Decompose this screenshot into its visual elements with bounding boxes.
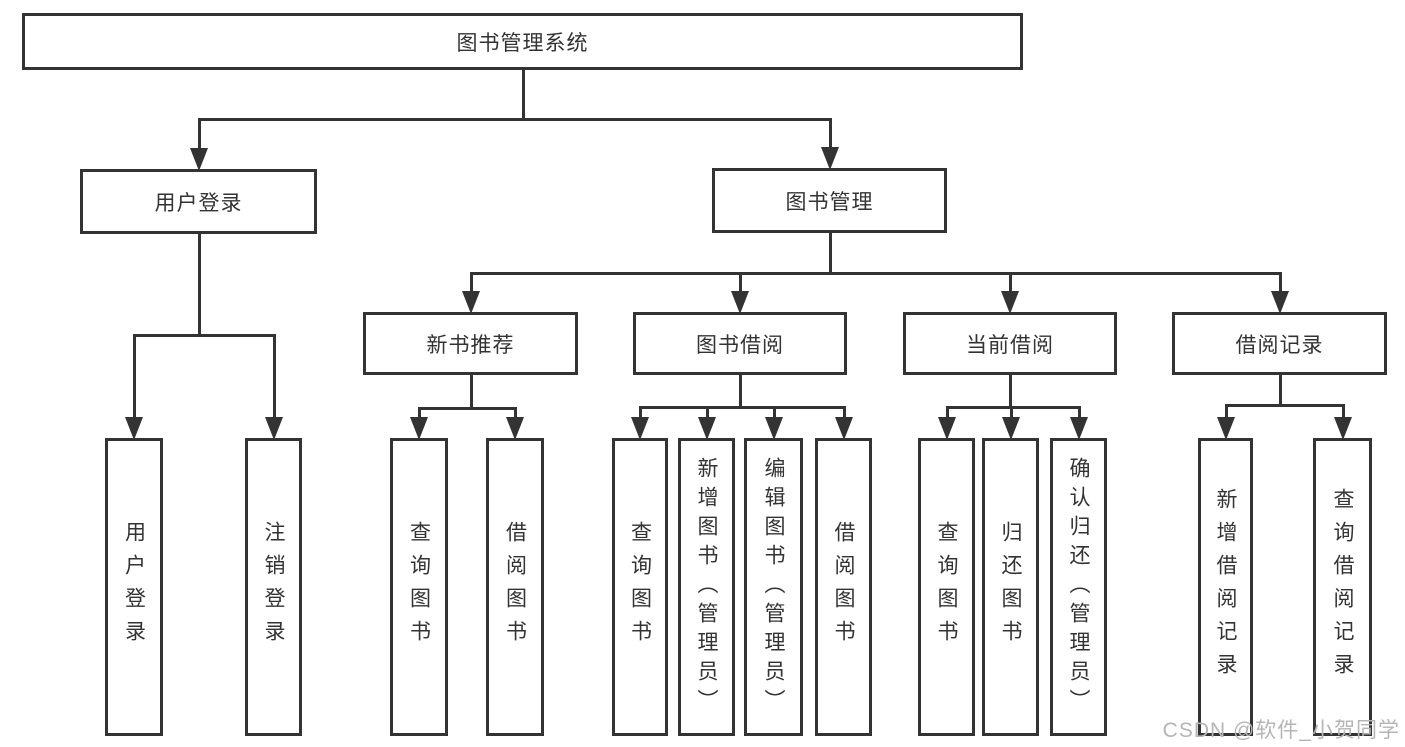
node-label: 用户登录 <box>154 191 243 215</box>
node-label: 借阅图书 <box>503 521 527 653</box>
node-borrow: 图书借阅 <box>633 312 847 375</box>
connector-line <box>198 118 832 121</box>
node-login-leaf: 用户登录 <box>105 438 163 736</box>
node-label: 注销登录 <box>262 521 285 653</box>
node-label: 归还图书 <box>999 521 1022 653</box>
connector-line <box>829 119 832 160</box>
node-bb-borrow: 借阅图书 <box>815 438 872 736</box>
node-nb-query: 查询图书 <box>390 438 448 736</box>
node-label: 用户登录 <box>122 521 146 653</box>
arrowhead-icon <box>1001 291 1019 314</box>
node-nb-borrow: 借阅图书 <box>486 438 544 736</box>
connector-line <box>639 406 846 409</box>
node-root: 图书管理系统 <box>22 13 1023 70</box>
arrowhead-icon <box>1217 417 1235 440</box>
connector-line <box>1009 273 1012 304</box>
connector-line <box>829 233 832 275</box>
csdn-watermark: CSDN @软件_小贺同学 <box>1162 719 1400 742</box>
node-bb-edit: 编辑图书（管理员） <box>744 438 803 736</box>
node-current: 当前借阅 <box>903 312 1117 375</box>
node-label: 新增图书（管理员） <box>695 456 718 718</box>
node-bookmgmt: 图书管理 <box>712 168 947 233</box>
node-label: 图书管理 <box>785 190 874 214</box>
node-label: 新增借阅记录 <box>1214 488 1237 686</box>
connector-line <box>1279 375 1282 407</box>
connector-line <box>418 407 517 410</box>
node-label: 借阅记录 <box>1235 333 1324 357</box>
node-bb-query: 查询图书 <box>612 438 668 736</box>
node-label: 图书借阅 <box>696 333 784 357</box>
arrowhead-icon <box>506 417 524 440</box>
connector-line <box>1279 273 1282 304</box>
node-logout-leaf: 注销登录 <box>245 438 302 736</box>
connector-line <box>198 119 201 161</box>
connector-line <box>273 335 276 430</box>
connector-line <box>470 375 473 410</box>
node-login: 用户登录 <box>80 169 317 234</box>
arrowhead-icon <box>938 417 956 440</box>
node-label: 查询借阅记录 <box>1331 488 1354 686</box>
arrowhead-icon <box>631 417 649 440</box>
connector-line <box>198 234 201 337</box>
arrowhead-icon <box>1002 417 1020 440</box>
node-label: 查询图书 <box>407 521 431 653</box>
node-br-add: 新增借阅记录 <box>1198 438 1253 736</box>
node-label: 图书管理系统 <box>456 31 589 55</box>
arrowhead-icon <box>731 291 749 314</box>
node-label: 新书推荐 <box>426 333 515 357</box>
arrowhead-icon <box>821 147 839 170</box>
node-cb-query: 查询图书 <box>918 438 975 736</box>
connector-line <box>1225 404 1345 407</box>
node-bb-add: 新增图书（管理员） <box>678 438 735 736</box>
arrowhead-icon <box>190 148 208 171</box>
connector-line <box>522 70 525 121</box>
arrowhead-icon <box>1334 417 1352 440</box>
node-newrec: 新书推荐 <box>363 312 578 375</box>
connector-line <box>739 273 742 304</box>
node-label: 查询图书 <box>935 521 958 653</box>
connector-line <box>133 334 276 337</box>
arrowhead-icon <box>1271 291 1289 314</box>
arrowhead-icon <box>410 417 428 440</box>
arrowhead-icon <box>265 417 283 440</box>
arrowhead-icon <box>1070 417 1088 440</box>
arrowhead-icon <box>835 417 853 440</box>
connector-line <box>133 335 136 430</box>
node-label: 当前借阅 <box>966 333 1054 357</box>
node-label: 确认归还（管理员） <box>1067 456 1090 718</box>
node-records: 借阅记录 <box>1172 312 1387 375</box>
connector-line <box>1009 375 1012 409</box>
arrowhead-icon <box>698 417 716 440</box>
arrowhead-icon <box>125 417 143 440</box>
node-cb-return: 归还图书 <box>982 438 1039 736</box>
connector-line <box>739 375 742 409</box>
node-label: 查询图书 <box>628 521 652 653</box>
arrowhead-icon <box>462 291 480 314</box>
node-label: 编辑图书（管理员） <box>762 456 785 718</box>
arrowhead-icon <box>765 417 783 440</box>
connector-line <box>470 273 473 304</box>
connector-line <box>946 406 1081 409</box>
node-br-query: 查询借阅记录 <box>1313 438 1372 736</box>
connector-line <box>470 272 1282 275</box>
node-label: 借阅图书 <box>832 521 855 653</box>
node-cb-confirm: 确认归还（管理员） <box>1050 438 1107 736</box>
